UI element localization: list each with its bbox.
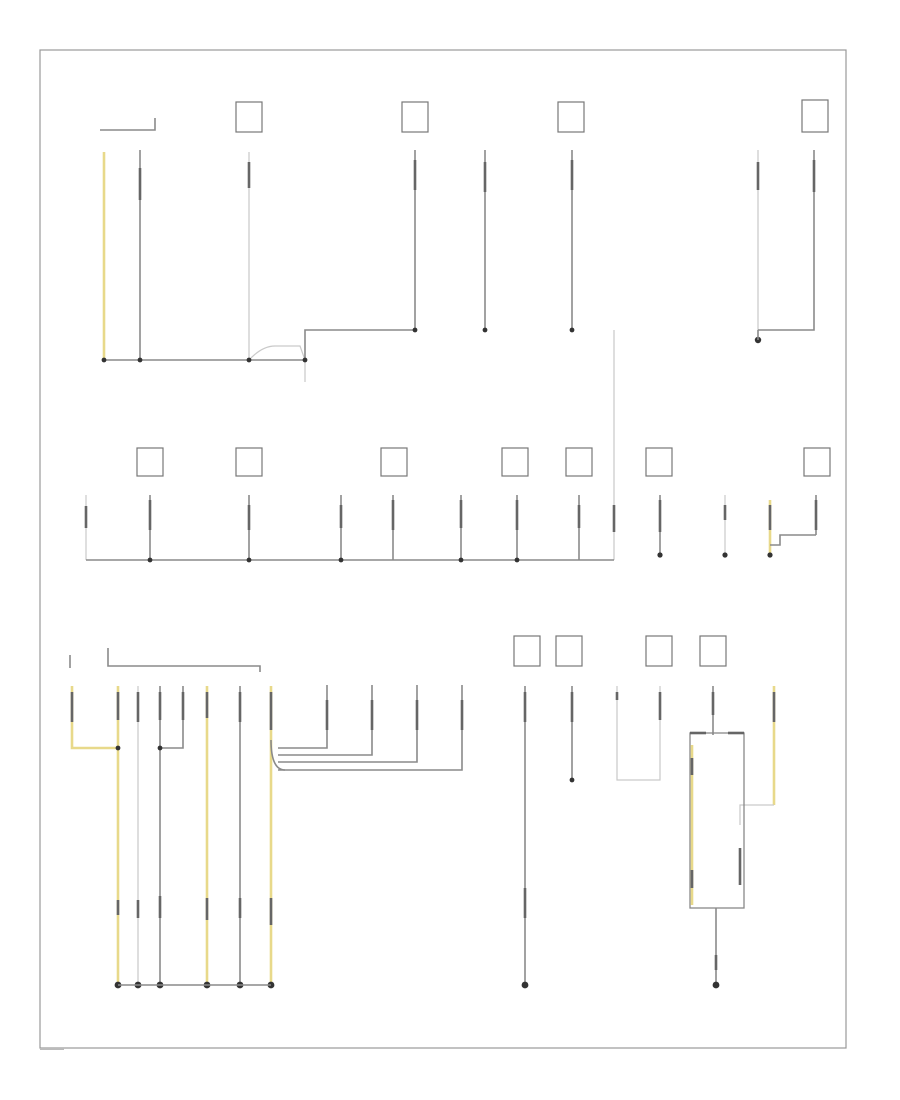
- row2-wires: [84, 495, 818, 560]
- junction-dot: [569, 327, 575, 333]
- junction-dot: [246, 357, 252, 363]
- component-box: [803, 447, 831, 477]
- component-box: [565, 447, 593, 477]
- junction-dot: [412, 327, 418, 333]
- component-box: [645, 447, 673, 477]
- bus-jumper: [248, 345, 306, 361]
- component-box: [380, 447, 408, 477]
- component-bracket: [100, 118, 156, 131]
- ecm-bracket: [107, 648, 261, 672]
- component-box: [235, 101, 263, 133]
- junction-dot: [482, 327, 488, 333]
- ground-points: [114, 552, 720, 989]
- row3-wires: [70, 685, 776, 985]
- component-box: [501, 447, 529, 477]
- component-box: [555, 635, 583, 667]
- component-box: [136, 447, 164, 477]
- component-box: [235, 447, 263, 477]
- bus-right: [757, 325, 815, 340]
- page-marker: [40, 1048, 64, 1050]
- component-box: [401, 101, 429, 133]
- component-box: [801, 99, 829, 133]
- component-box: [513, 635, 541, 667]
- component-box: [699, 635, 727, 667]
- junction-dot: [302, 357, 308, 363]
- row2-dots: [147, 552, 773, 563]
- bus-mid: [304, 329, 415, 360]
- junction-dot: [137, 357, 143, 363]
- component-box: [645, 635, 673, 667]
- diagram-frame: [39, 49, 847, 1049]
- component-box: [557, 101, 585, 133]
- junction-dot: [101, 357, 107, 363]
